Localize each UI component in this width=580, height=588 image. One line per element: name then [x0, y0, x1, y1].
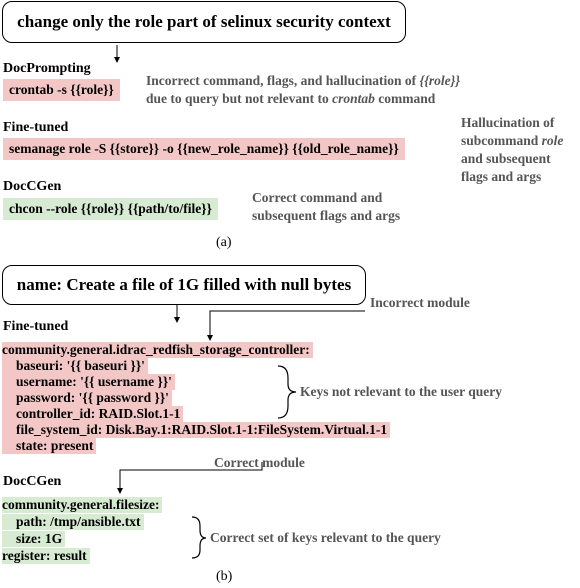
docprompting-title: DocPrompting	[3, 61, 91, 76]
arrow-correct-module	[117, 462, 263, 494]
docprompting-code: crontab -s {{role}}	[3, 79, 120, 101]
finetuned-line: state: present	[2, 438, 97, 454]
finetuned-title-b: Fine-tuned	[3, 319, 69, 334]
arrow-incorrect-module	[207, 310, 365, 341]
finetuned-line: password: '{{ password }}'	[2, 390, 172, 406]
finetuned-line: controller_id: RAID.Slot.1-1	[2, 406, 184, 422]
doccgen-title-b: DocCGen	[3, 474, 62, 489]
finetuned-title-a: Fine-tuned	[3, 120, 69, 135]
query-text-b: name: Create a file of 1G filled with nu…	[16, 275, 352, 294]
doccgen-title-a: DocCGen	[3, 179, 62, 194]
brace-keys-correct	[191, 516, 207, 559]
doccgen-note-a: Correct command and subsequent flags and…	[252, 190, 401, 223]
caption-b: (b)	[216, 569, 233, 584]
query-box-a: change only the role part of selinux sec…	[2, 1, 406, 43]
finetuned-code-a: semanage role -S {{store}} -o {{new_role…	[3, 138, 405, 160]
finetuned-line: file_system_id: Disk.Bay.1:RAID.Slot.1-1…	[2, 422, 391, 438]
doccgen-code-block: community.general.filesize: path: /tmp/a…	[0, 497, 220, 565]
incorrect-module-note: Incorrect module	[370, 295, 470, 310]
finetuned-code-block: community.general.idrac_redfish_storage_…	[0, 342, 450, 460]
doccgen-code-a: chcon --role {{role}} {{path/to/file}}	[3, 198, 218, 220]
doccgen-line: size: 1G	[2, 531, 66, 547]
finetuned-line: username: '{{ username }}'	[2, 374, 175, 390]
docprompting-note: Incorrect command, flags, and hallucinat…	[146, 73, 461, 106]
keys-not-relevant-note: Keys not relevant to the user query	[300, 384, 502, 399]
brace-keys-not-relevant	[277, 365, 297, 419]
query-text-a: change only the role part of selinux sec…	[17, 12, 391, 31]
finetuned-line: baseuri: '{{ baseuri }}'	[2, 358, 148, 374]
doccgen-line: community.general.filesize:	[2, 497, 163, 513]
doccgen-line: path: /tmp/ansible.txt	[2, 514, 144, 530]
finetuned-note-a: Hallucination of subcommand role and sub…	[461, 115, 564, 184]
doccgen-line: register: result	[2, 548, 90, 564]
query-box-b: name: Create a file of 1G filled with nu…	[2, 265, 366, 305]
keys-correct-note: Correct set of keys relevant to the quer…	[210, 530, 441, 545]
caption-a: (a)	[216, 235, 232, 250]
correct-module-note: Correct module	[214, 455, 305, 470]
finetuned-line: community.general.idrac_redfish_storage_…	[2, 342, 313, 358]
